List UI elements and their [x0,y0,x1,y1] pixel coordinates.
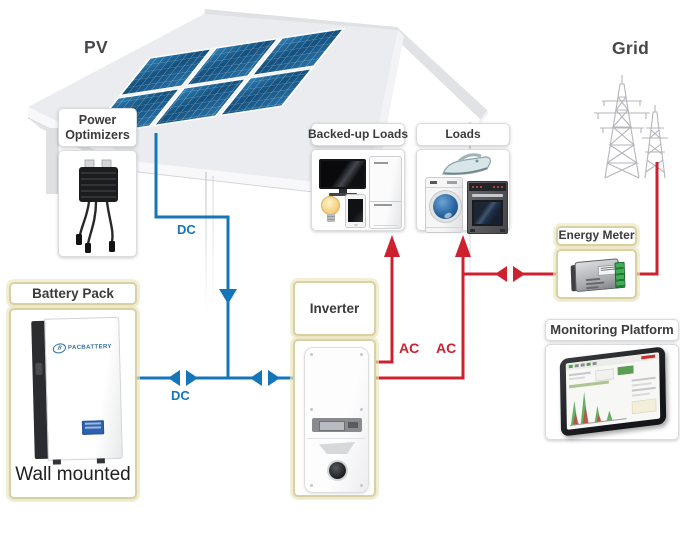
dc-arrow-left [168,370,180,386]
tablet-dashboard-icon [559,346,667,437]
meter-terminal-block [614,261,626,289]
tv-icon [319,159,366,189]
battery-pack-label: Battery Pack [9,282,137,305]
inverter-image-box [293,339,376,497]
power-optimizer-icon [76,159,118,253]
backed-up-loads-label: Backed-up Loads [308,123,408,146]
refrigerator-icon [369,156,402,229]
inverter-display [312,418,362,432]
backed-up-loads-image-box [311,149,405,231]
ac-line-inverter-to-loads [376,250,465,380]
monitoring-platform-image-box [545,344,679,440]
power-optimizers-label: Power Optimizers [58,108,137,147]
battery-pack-image-box: B PACBATTERY Wall mounted [9,308,137,499]
transmission-tower-icon [594,75,668,179]
battery-display [81,420,105,435]
ac-line-inverter-to-backedup [376,250,394,364]
loads-image-box [416,149,510,234]
inverter-icon [304,347,369,493]
smartphone-icon [345,194,366,228]
washing-machine-icon [425,177,463,233]
ac-arrow-left [495,266,507,282]
battery-brand-logo: B PACBATTERY [46,342,119,354]
wall-battery-icon: B PACBATTERY [31,316,123,465]
power-optimizers-image-box [58,150,137,257]
ac-line-meter-to-grid [463,162,659,276]
energy-meter-image-box [556,249,637,299]
oven-icon [467,181,508,234]
pv-label: PV [84,37,108,57]
light-bulb-icon [321,196,340,215]
inverter-label: Inverter [293,281,376,336]
iron-icon [442,153,492,176]
energy-meter-icon [570,256,627,297]
dc-arrow-down [219,289,237,304]
battery-caption: Wall mounted [15,464,131,485]
ac-arrow-right [513,266,525,282]
dc-wire-label-bottom: DC [171,388,190,403]
dc-arrow-right [186,370,198,386]
grid-label: Grid [612,38,650,58]
ac-arrow-up-backedup [384,235,400,257]
monitoring-platform-label: Monitoring Platform [545,319,679,341]
ac-arrow-up-loads [455,235,471,257]
dc-arrow-left-2 [250,370,262,386]
ac-wire-label-left: AC [399,340,420,356]
inverter-switch-knob [329,462,346,479]
loads-label: Loads [416,123,510,146]
dashboard-screen [565,352,661,430]
dc-arrow-right-2 [268,370,280,386]
energy-meter-label: Energy Meter [556,226,637,246]
ac-wire-label-right: AC [436,340,457,356]
dc-wire-label-top: DC [177,222,196,237]
